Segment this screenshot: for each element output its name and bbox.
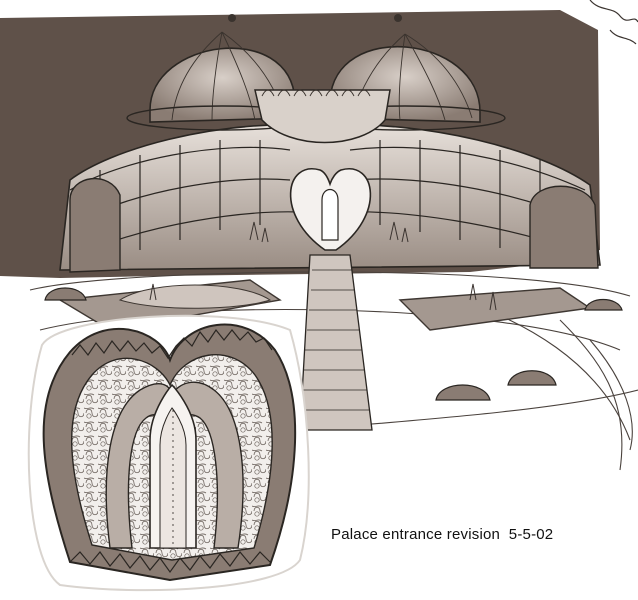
left-lawn: [118, 284, 272, 309]
corner-scribble: [589, 0, 638, 45]
central-stairs: [299, 254, 373, 431]
plaza-dome-4: [44, 287, 87, 301]
central-drum-arches: [261, 89, 371, 97]
right-finial: [394, 14, 402, 22]
plaza-dome-1: [435, 384, 491, 401]
central-drum: [254, 89, 391, 144]
caption: Palace entrance revision 5-5-02: [331, 526, 554, 543]
heart-gate-base: [69, 551, 271, 574]
plaza-dome-3: [584, 298, 623, 311]
plaza-dome-2: [507, 370, 557, 386]
right-pool: [398, 287, 592, 331]
left-tower: [69, 178, 121, 273]
heart-gate-zigzag: [71, 328, 273, 360]
scene-heart-door: [321, 188, 339, 241]
heart-gate-inner-band: [105, 381, 244, 549]
right-tower: [529, 185, 599, 269]
left-finial: [228, 14, 236, 22]
dome-ribs: [171, 31, 473, 121]
stair-treads: [301, 269, 370, 411]
shrubs: [149, 221, 497, 311]
